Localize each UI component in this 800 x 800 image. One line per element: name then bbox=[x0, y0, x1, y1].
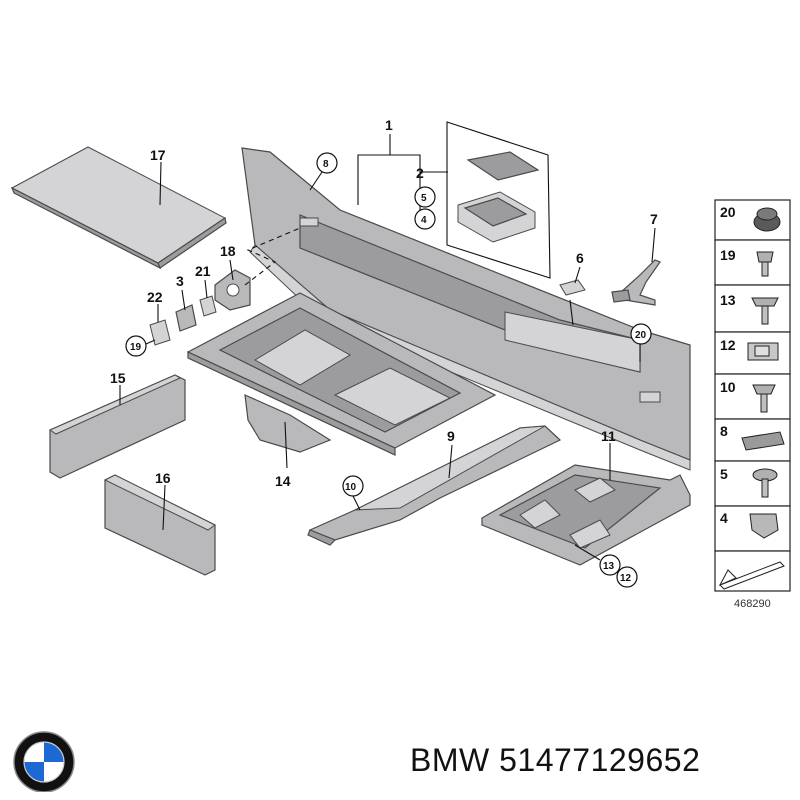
circle-callout-12: 12 bbox=[616, 566, 638, 588]
svg-text:13: 13 bbox=[720, 292, 736, 308]
callout-14: 14 bbox=[275, 473, 291, 489]
part-11-tool-tray bbox=[481, 464, 691, 566]
part-14-storage-tub bbox=[186, 292, 497, 456]
part-6-pad bbox=[559, 279, 586, 296]
fastener-legend: 20 19 13 12 10 bbox=[714, 199, 791, 610]
callout-18: 18 bbox=[220, 243, 236, 259]
leader-18 bbox=[229, 259, 234, 281]
bmw-logo bbox=[13, 731, 75, 792]
leader-1 bbox=[357, 154, 421, 222]
svg-text:19: 19 bbox=[130, 342, 142, 353]
legend-item-10: 10 bbox=[714, 373, 791, 420]
legend-item-12: 12 bbox=[714, 331, 791, 375]
svg-text:13: 13 bbox=[603, 561, 615, 572]
part-number-caption: BMW 51477129652 bbox=[410, 742, 700, 779]
part-number: 51477129652 bbox=[499, 742, 701, 778]
callout-16: 16 bbox=[155, 470, 171, 486]
callout-11: 11 bbox=[601, 428, 616, 444]
leader-7 bbox=[651, 227, 656, 263]
legend-item-20: 20 bbox=[714, 199, 791, 241]
svg-text:12: 12 bbox=[720, 337, 736, 353]
circle-callout-19: 19 bbox=[125, 335, 147, 357]
circle-callout-4: 4 bbox=[414, 208, 436, 230]
legend-item-19: 19 bbox=[714, 239, 791, 286]
part-17-trunk-floor-panel bbox=[10, 146, 227, 270]
circle-callout-10: 10 bbox=[342, 475, 364, 497]
part-21-clip bbox=[199, 295, 217, 317]
leader-6 bbox=[574, 266, 581, 284]
callout-15: 15 bbox=[110, 370, 126, 386]
diagram-number: 468290 bbox=[734, 598, 771, 610]
leader-9 bbox=[448, 444, 453, 479]
leader-3 bbox=[181, 289, 186, 311]
circle-callout-13: 13 bbox=[599, 554, 621, 576]
callout-22: 22 bbox=[147, 289, 163, 305]
svg-text:20: 20 bbox=[720, 204, 736, 220]
legend-item-arrow bbox=[714, 550, 791, 592]
legend-item-5: 5 bbox=[714, 460, 791, 507]
part-1-loading-sill-trim bbox=[241, 147, 691, 471]
part-2-detail-inset bbox=[446, 121, 551, 279]
leader-10 bbox=[352, 495, 361, 511]
part-15-side-cover bbox=[48, 374, 186, 479]
leader-19 bbox=[145, 339, 156, 345]
brand-name: BMW bbox=[410, 742, 490, 778]
svg-text:8: 8 bbox=[720, 423, 728, 439]
leader-14 bbox=[284, 421, 288, 469]
leader-13 bbox=[574, 544, 601, 561]
svg-text:5: 5 bbox=[720, 466, 728, 482]
callout-7: 7 bbox=[650, 211, 658, 227]
svg-text:8: 8 bbox=[323, 159, 329, 170]
part-16-side-cover bbox=[103, 474, 216, 576]
svg-text:5: 5 bbox=[421, 193, 427, 204]
legend-item-8: 8 bbox=[714, 418, 791, 462]
callout-2: 2 bbox=[416, 165, 424, 181]
leader-8 bbox=[309, 171, 323, 191]
svg-text:12: 12 bbox=[620, 573, 632, 584]
part-18-bracket bbox=[214, 269, 251, 311]
svg-text:4: 4 bbox=[421, 215, 427, 226]
dashed-link-18 bbox=[244, 227, 301, 286]
svg-text:10: 10 bbox=[345, 482, 357, 493]
svg-text:20: 20 bbox=[635, 330, 647, 341]
leader-21 bbox=[204, 279, 208, 299]
svg-text:4: 4 bbox=[720, 510, 728, 526]
callout-6: 6 bbox=[576, 250, 584, 266]
callout-9: 9 bbox=[447, 428, 455, 444]
circle-callout-8: 8 bbox=[316, 152, 338, 174]
leader-16 bbox=[162, 484, 166, 531]
circle-callout-20: 20 bbox=[630, 323, 652, 345]
callout-21: 21 bbox=[195, 263, 211, 279]
svg-text:10: 10 bbox=[720, 379, 736, 395]
callout-3: 3 bbox=[176, 273, 184, 289]
part-3-clip bbox=[175, 304, 197, 332]
callout-17: 17 bbox=[150, 147, 166, 163]
circle-callout-5: 5 bbox=[414, 186, 436, 208]
part-7-bracket bbox=[611, 259, 661, 306]
leader-6b bbox=[569, 299, 574, 326]
legend-item-4: 4 bbox=[714, 505, 791, 552]
part-22-clip bbox=[149, 319, 171, 346]
legend-item-13: 13 bbox=[714, 284, 791, 333]
leader-17 bbox=[159, 161, 162, 206]
svg-text:19: 19 bbox=[720, 247, 736, 263]
callout-1: 1 bbox=[385, 117, 393, 133]
